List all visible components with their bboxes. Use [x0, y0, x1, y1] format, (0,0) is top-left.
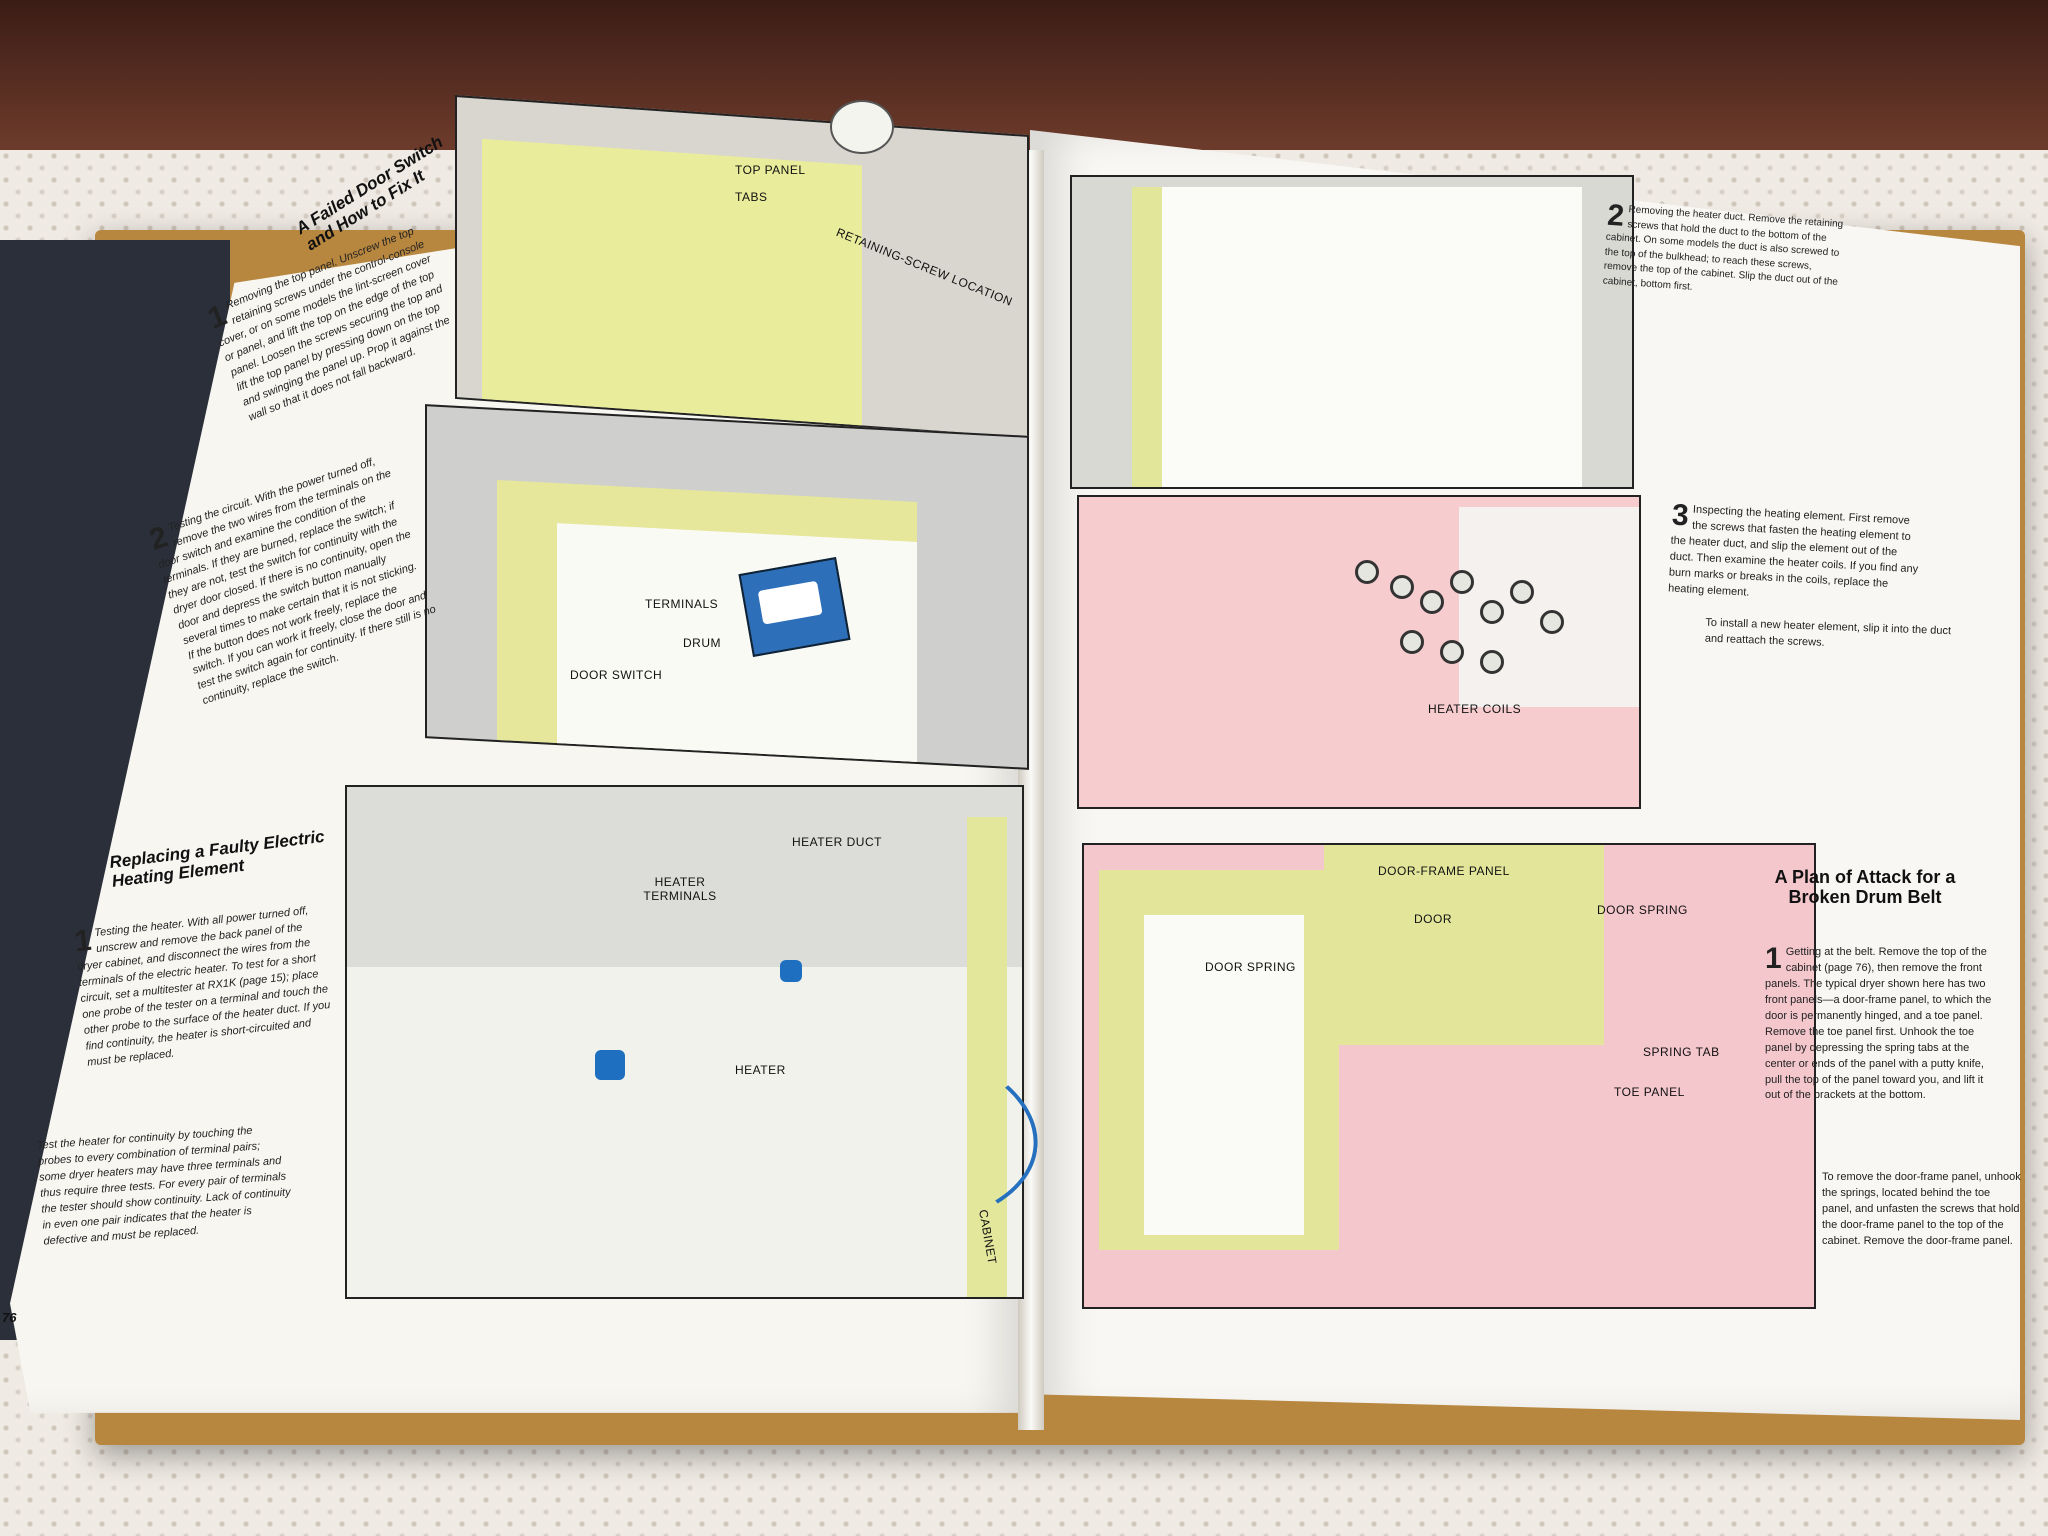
coil-icon — [1440, 640, 1464, 664]
coil-icon — [1480, 650, 1504, 674]
label-heater-duct: HEATER DUCT — [792, 835, 882, 849]
illustration-heater-test — [345, 785, 1024, 1299]
illustration-heating-element — [1077, 495, 1641, 809]
label-toe-panel: TOE PANEL — [1614, 1085, 1685, 1099]
label-heater: HEATER — [735, 1063, 786, 1077]
page-number: 76 — [2, 1310, 17, 1325]
dryer-dial-icon — [830, 100, 894, 154]
coil-icon — [1450, 570, 1474, 594]
label-top-panel: TOP PANEL — [735, 163, 806, 177]
heading-broken-drum-belt: A Plan of Attack for a Broken Drum Belt — [1774, 867, 1956, 907]
coil-icon — [1355, 560, 1379, 584]
illustration-door-switch — [425, 404, 1029, 770]
label-door-switch: DOOR SWITCH — [570, 668, 663, 682]
label-door-spring-top: DOOR SPRING — [1597, 903, 1688, 917]
label-door: DOOR — [1414, 912, 1452, 926]
label-door-frame-panel: DOOR-FRAME PANEL — [1378, 864, 1510, 878]
probe-tip-icon — [780, 960, 802, 982]
illustration-heater-duct — [1070, 175, 1634, 489]
label-spring-tab: SPRING TAB — [1643, 1045, 1720, 1059]
label-heater-coils: HEATER COILS — [1428, 702, 1522, 716]
illustration-drum-belt — [1082, 843, 1816, 1309]
paragraph-door-frame-panel: To remove the door-frame panel, unhook t… — [1822, 1171, 2021, 1247]
probe-tip-icon — [595, 1050, 625, 1080]
label-tabs: TABS — [735, 190, 768, 204]
coil-icon — [1420, 590, 1444, 614]
paragraph-continuity: Test the heater for continuity by touchi… — [36, 1124, 292, 1248]
label-heater-terminals: HEATER TERMINALS — [643, 875, 717, 903]
coil-icon — [1400, 630, 1424, 654]
coil-icon — [1390, 575, 1414, 599]
label-drum: DRUM — [683, 636, 721, 650]
label-terminals: TERMINALS — [645, 597, 719, 611]
coil-icon — [1480, 600, 1504, 624]
coil-icon — [1540, 610, 1564, 634]
multitester-icon — [738, 557, 851, 657]
coil-icon — [1510, 580, 1534, 604]
label-door-spring: DOOR SPRING — [1205, 960, 1296, 974]
